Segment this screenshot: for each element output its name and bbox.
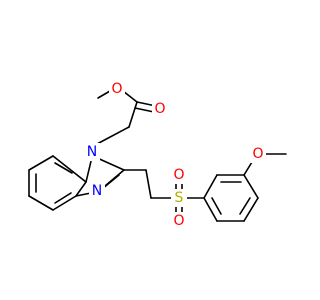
label-bg-sulfur: [171, 189, 187, 207]
bond-ar-o: [243, 161, 253, 176]
bond-c4-c3a: [52, 195, 77, 211]
atom-oxygen-sulfonyl-bottom: O: [173, 213, 184, 229]
bond-methyl-o: [97, 90, 111, 99]
atom-sulfur: S: [175, 190, 184, 206]
bond-c7a-c3a: [75, 181, 87, 197]
label-bg-methoxy: [250, 145, 266, 163]
bond-c7a-c7: [52, 155, 87, 183]
atom-nitrogen-1: N: [87, 144, 97, 160]
label-bg-sulfonyl-bottom: [171, 212, 187, 230]
bond-ch2-ch2: [145, 169, 152, 199]
atom-oxygen-ester-carbonyl: O: [154, 101, 165, 117]
bond-ar-1: [203, 174, 218, 199]
bond-ar-6: [203, 197, 218, 222]
bond-c5-c4: [28, 195, 54, 211]
bond-n-c7a: [85, 156, 93, 183]
atom-oxygen-sulfonyl-top: O: [173, 167, 184, 183]
bond-o-carbonyl: [122, 90, 138, 103]
bond-ar-inner-left: [211, 197, 222, 215]
bond-c4-c3a-inner: [54, 192, 72, 204]
label-bg-nitrogen-3: [89, 182, 105, 200]
bond-c7-c6: [28, 155, 54, 171]
label-bg-o-ester-single: [109, 80, 125, 98]
bond-ar-3: [243, 174, 259, 199]
label-bg-sulfonyl-top: [171, 166, 187, 184]
bond-carbonyl-o-2: [134, 107, 155, 113]
atom-oxygen-methoxy: O: [252, 146, 263, 162]
bond-layer: [28, 90, 287, 222]
bond-carbonyl-ch2: [128, 101, 138, 128]
bond-c7-c7a-inner: [54, 162, 73, 174]
label-bg-o-ester-carbonyl: [152, 100, 168, 118]
atom-oxygen-ester-single: O: [111, 81, 122, 97]
bond-ch2-n: [96, 126, 130, 145]
bond-ar-4: [243, 197, 259, 222]
label-bg-nitrogen-1: [84, 143, 100, 161]
structure-canvas: O O N N S O O O: [28, 80, 287, 230]
molecule-diagram: O O N N S O O O: [28, 80, 287, 230]
atom-label-layer: O O N N S O O O: [84, 80, 266, 230]
atom-nitrogen-3: N: [92, 183, 102, 199]
bond-n3-c3a: [75, 192, 92, 197]
bond-ar-inner-right: [239, 197, 251, 215]
